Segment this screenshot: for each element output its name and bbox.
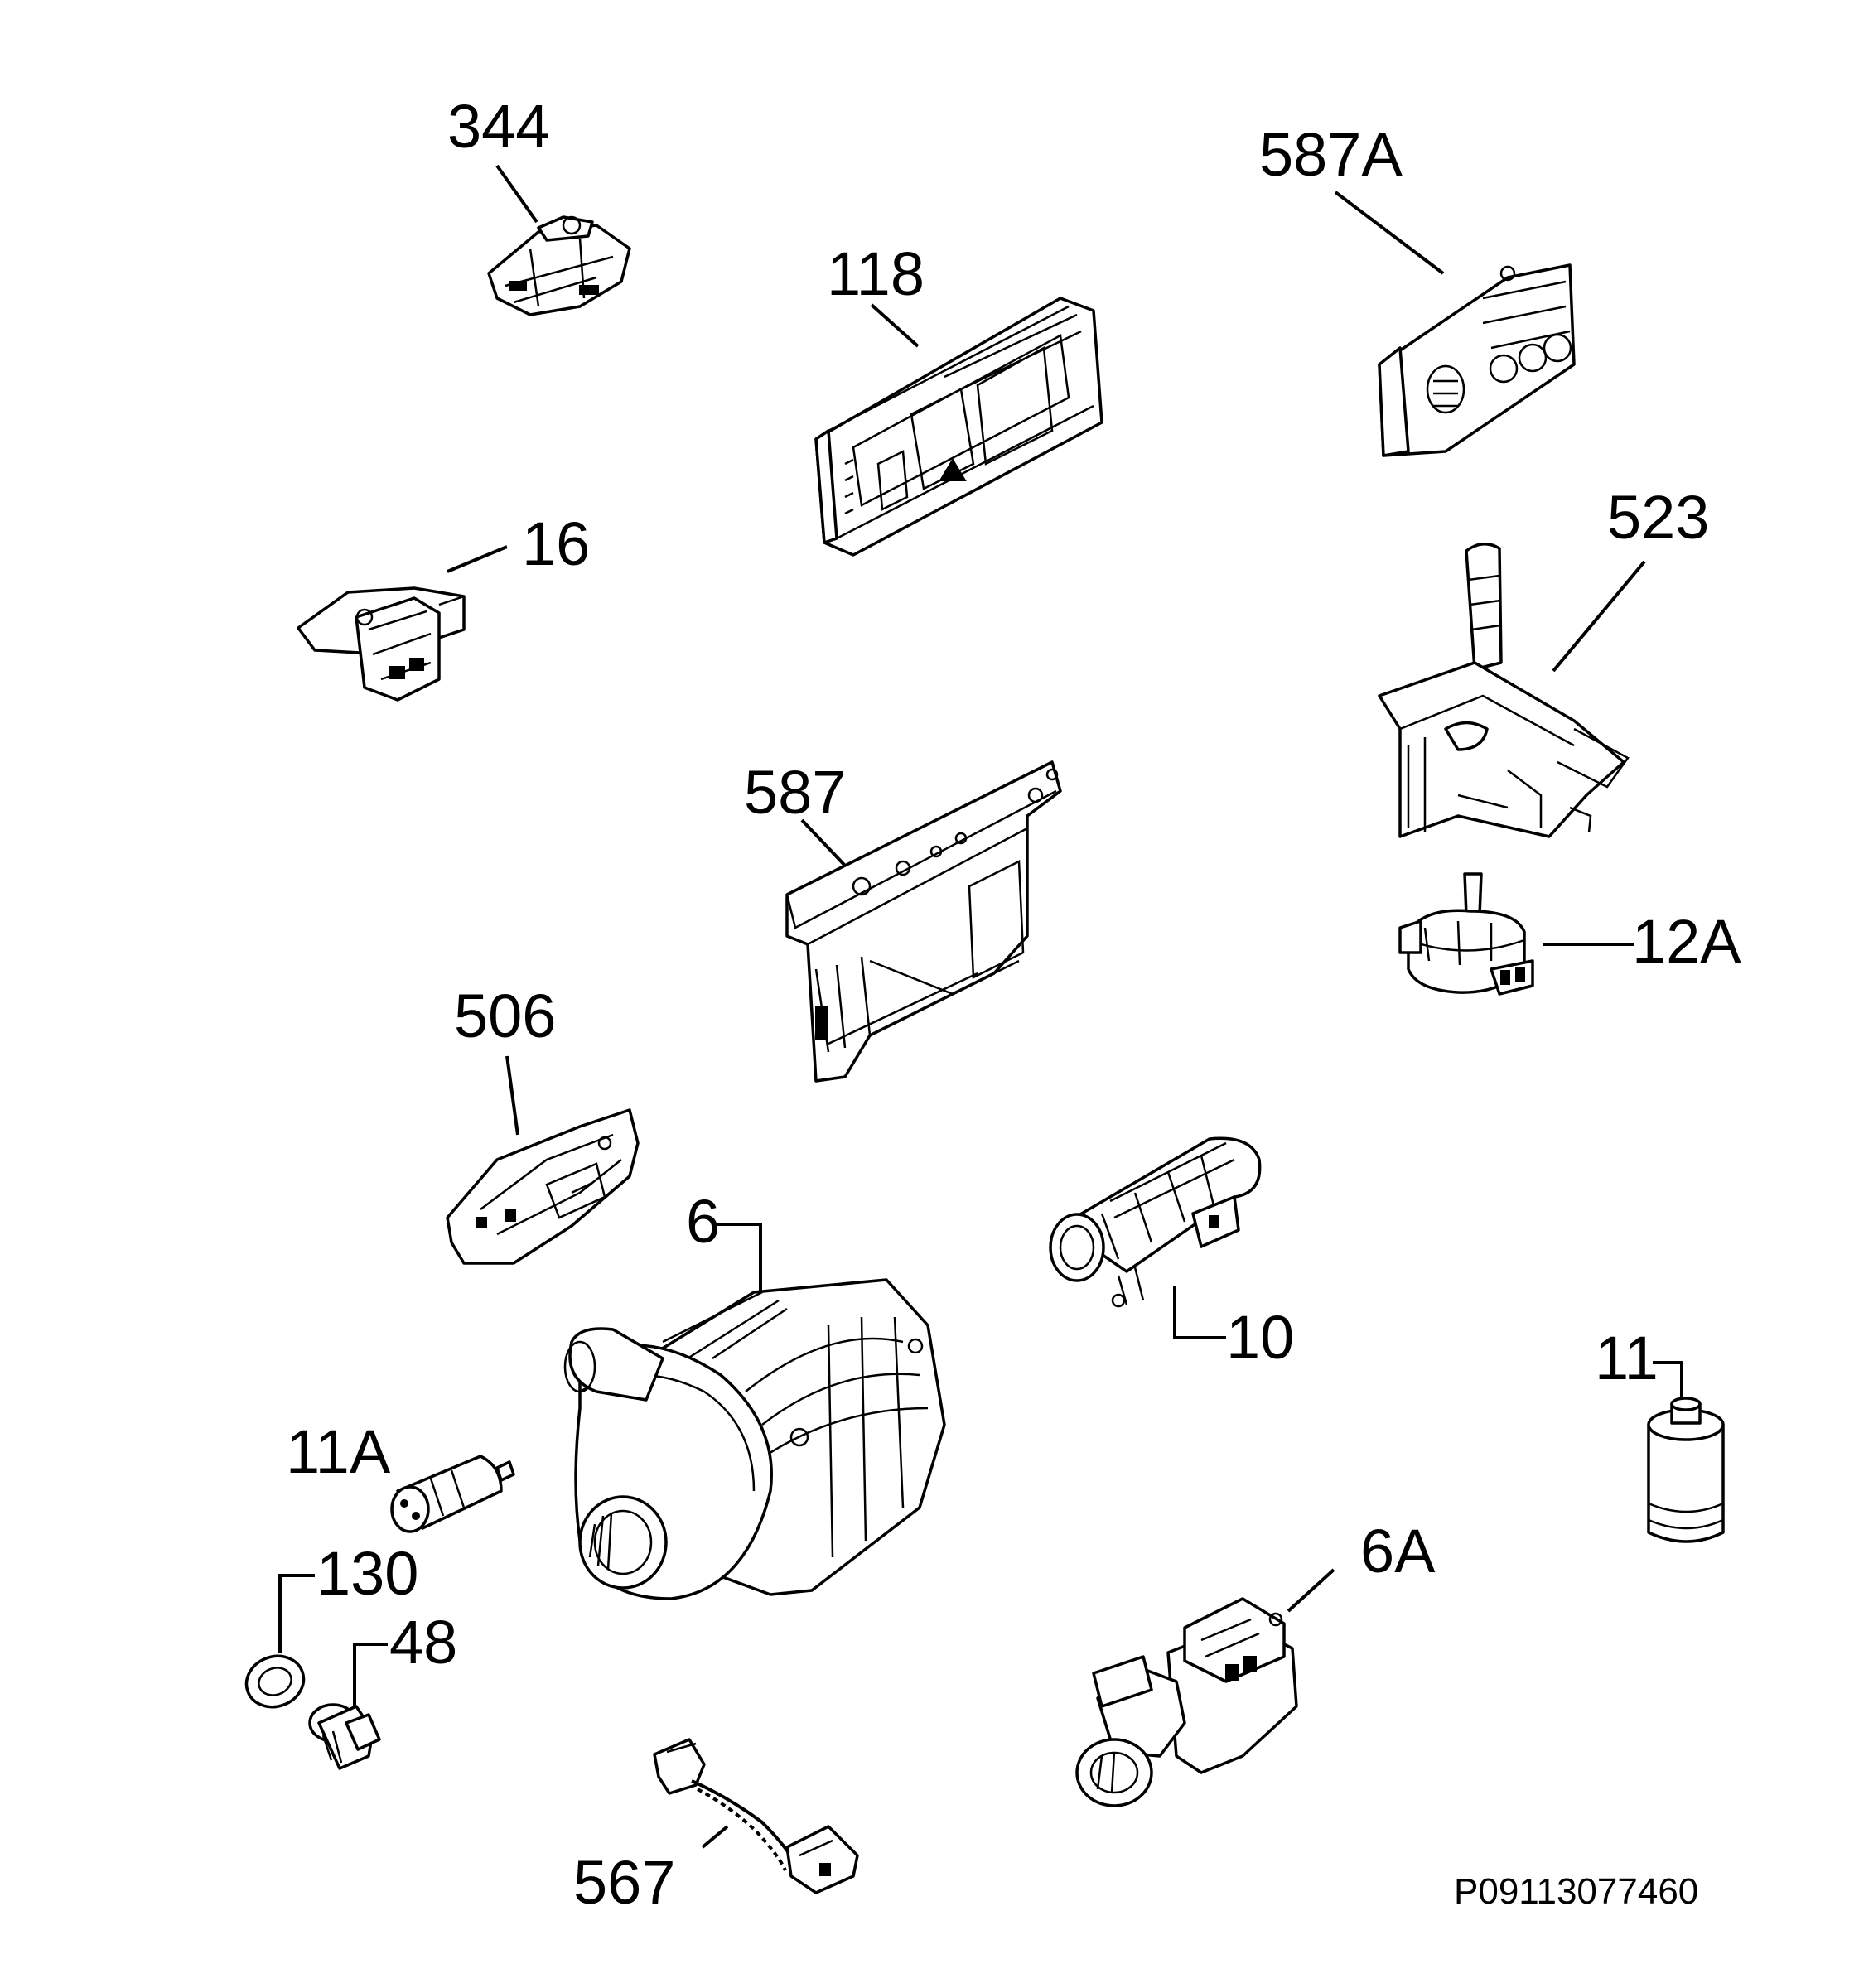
- part-label-11: 11: [1595, 1324, 1659, 1392]
- wiring-harness-icon: [653, 1738, 859, 1894]
- door-switch-icon: [297, 586, 466, 702]
- part-label-344: 344: [447, 92, 549, 161]
- part-label-16: 16: [522, 509, 590, 578]
- part-48[interactable]: 48: [308, 1608, 457, 1770]
- part-label-506: 506: [454, 982, 556, 1050]
- part-567[interactable]: 567: [573, 1738, 859, 1917]
- drawing-number: P09113077460: [1454, 1871, 1698, 1912]
- part-10[interactable]: 10: [1049, 1136, 1294, 1372]
- selector-board-icon: [1378, 263, 1576, 457]
- level-sensor-icon: [1378, 543, 1630, 838]
- part-344[interactable]: 344: [447, 92, 631, 316]
- part-label-587: 587: [744, 758, 846, 827]
- heating-element-icon: [1049, 1136, 1262, 1308]
- part-11[interactable]: 11: [1595, 1324, 1725, 1543]
- part-label-523: 523: [1607, 483, 1709, 552]
- part-6[interactable]: 6: [563, 1187, 946, 1600]
- part-118[interactable]: 118: [814, 239, 1103, 557]
- pressure-switch-icon: [1398, 872, 1534, 996]
- part-label-12A: 12A: [1632, 907, 1741, 976]
- circulation-pump-motor-icon: [563, 1278, 946, 1600]
- part-label-48: 48: [389, 1608, 457, 1677]
- board-bracket-icon: [785, 760, 1062, 1083]
- part-label-6: 6: [686, 1187, 720, 1256]
- part-130[interactable]: 130: [239, 1539, 419, 1715]
- small-capacitor-icon: [390, 1455, 515, 1533]
- part-16[interactable]: 16: [297, 509, 590, 702]
- part-523[interactable]: 523: [1378, 483, 1709, 838]
- part-label-567: 567: [573, 1848, 675, 1917]
- sensor-holder-icon: [446, 1108, 640, 1265]
- plug-icon: [308, 1703, 381, 1770]
- part-label-6A: 6A: [1360, 1517, 1436, 1585]
- control-board-holder-icon: [487, 215, 631, 316]
- part-587A[interactable]: 587A: [1259, 120, 1576, 457]
- part-12A[interactable]: 12A: [1398, 872, 1741, 996]
- part-506[interactable]: 506: [446, 982, 640, 1265]
- part-6A[interactable]: 6A: [1075, 1517, 1436, 1807]
- part-11A[interactable]: 11A: [286, 1417, 515, 1533]
- capacitor-icon: [1647, 1397, 1725, 1543]
- drain-pump-icon: [1075, 1597, 1298, 1807]
- electronic-module-icon: [814, 297, 1103, 557]
- part-587[interactable]: 587: [744, 758, 1062, 1083]
- part-label-130: 130: [316, 1539, 418, 1608]
- part-label-10: 10: [1226, 1303, 1294, 1372]
- part-label-118: 118: [827, 239, 925, 308]
- part-label-587A: 587A: [1259, 120, 1403, 189]
- seal-ring-icon: [244, 1654, 306, 1709]
- part-label-11A: 11A: [286, 1417, 391, 1486]
